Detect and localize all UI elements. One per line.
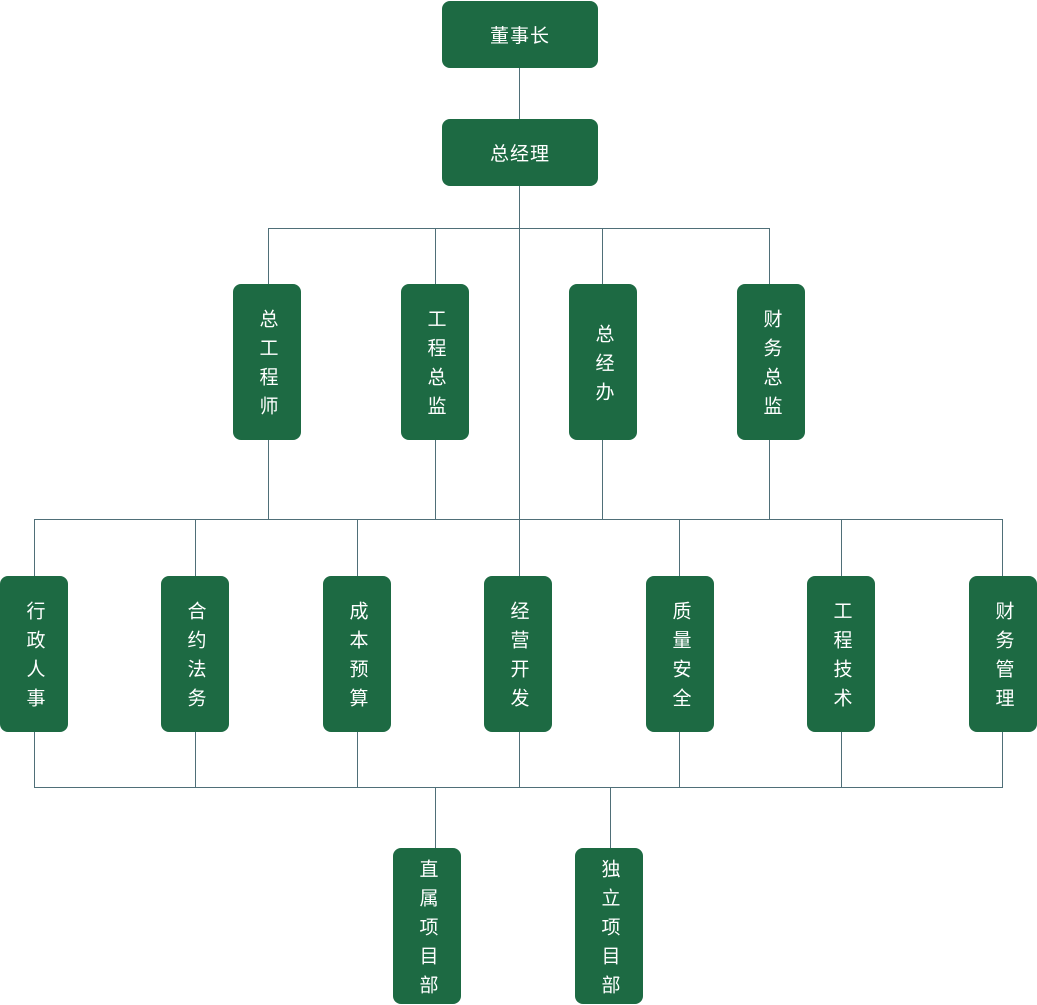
- node-contract-legal: 合约法务: [161, 576, 229, 732]
- node-chief-engineer: 总工程师: [233, 284, 301, 440]
- node-cost-budget: 成本预算: [323, 576, 391, 732]
- node-label: 工程技术: [830, 601, 853, 717]
- node-label: 独立项目部: [598, 858, 621, 1004]
- node-label: 直属项目部: [416, 858, 439, 1004]
- node-business-development: 经营开发: [484, 576, 552, 732]
- node-label: 成本预算: [346, 601, 369, 717]
- node-quality-safety: 质量安全: [646, 576, 714, 732]
- node-admin-hr: 行政人事: [0, 576, 68, 732]
- node-direct-project-dept: 直属项目部: [393, 848, 461, 1004]
- node-label: 董事长: [489, 25, 550, 47]
- node-label: 总经理: [489, 143, 550, 165]
- node-gm-office: 总经办: [569, 284, 637, 440]
- node-label: 财务管理: [992, 601, 1015, 717]
- node-label: 质量安全: [669, 601, 692, 717]
- node-label: 合约法务: [184, 601, 207, 717]
- node-finance-director: 财务总监: [737, 284, 805, 440]
- node-label: 工程总监: [424, 309, 447, 425]
- node-chairman: 董事长: [442, 1, 598, 68]
- node-label: 财务总监: [760, 309, 783, 425]
- node-engineering-technology: 工程技术: [807, 576, 875, 732]
- node-label: 总经办: [592, 323, 615, 411]
- node-label: 经营开发: [507, 601, 530, 717]
- node-label: 行政人事: [23, 601, 46, 717]
- node-engineering-supervisor: 工程总监: [401, 284, 469, 440]
- node-general-manager: 总经理: [442, 119, 598, 186]
- node-finance-management: 财务管理: [969, 576, 1037, 732]
- node-independent-project-dept: 独立项目部: [575, 848, 643, 1004]
- node-label: 总工程师: [256, 309, 279, 425]
